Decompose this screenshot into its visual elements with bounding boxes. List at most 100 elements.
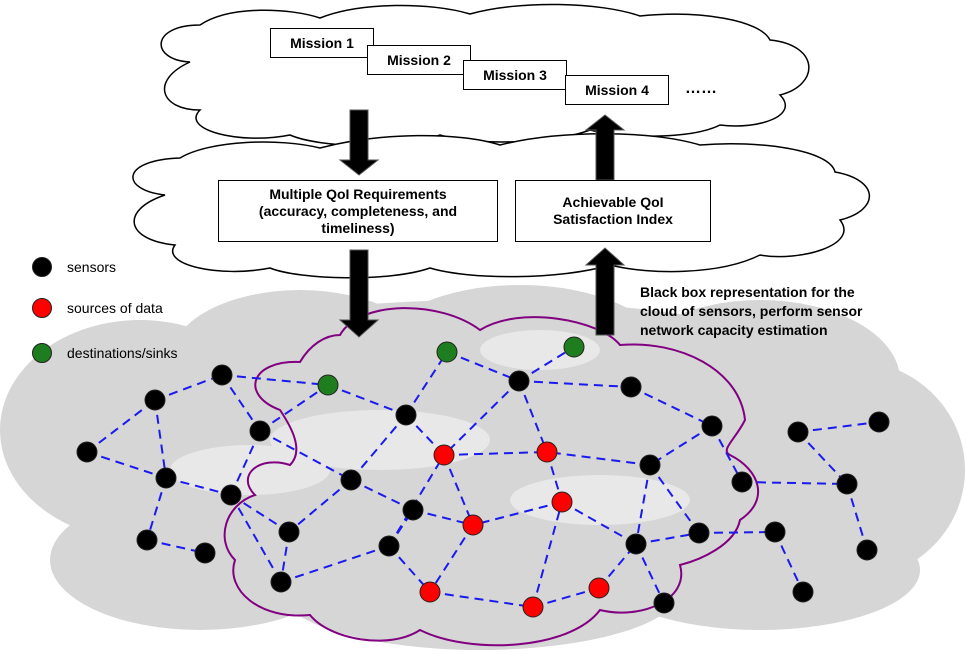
sensor-node [220,484,242,506]
sensor-node [194,542,216,564]
network-link [532,587,600,608]
network-link [518,380,632,388]
qoi-requirements-line3: timeliness) [321,219,395,236]
sensor-node [701,415,723,437]
network-link [546,451,651,466]
black-box-note-line3: network capacity estimation [640,322,828,338]
sensor-node [211,364,233,386]
sensor-node [836,473,858,495]
sensor-node [868,411,890,433]
legend-sensor-dot [32,257,52,277]
network-link [635,532,700,545]
sink-node [563,336,585,358]
network-link [221,374,261,432]
mission-4-label: Mission 4 [585,81,649,98]
sensor-node [395,404,417,426]
sensor-node [787,421,809,443]
black-box-note-line2: cloud of sensors, perform sensor [640,303,863,319]
sensor-node [731,471,753,493]
sensor-node [378,535,400,557]
network-link [635,464,651,545]
sink-node [317,374,339,396]
network-link [472,501,563,526]
up-arrow-qoi-to-missions [584,114,626,181]
network-link [797,421,880,433]
network-link [154,399,167,479]
network-link [797,431,848,485]
network-link [443,454,474,526]
legend-source-label: sources of data [67,300,163,316]
network-link [532,501,563,608]
qoi-satisfaction-box: Achievable QoI Satisfaction Index [515,180,711,242]
source-node [462,514,484,536]
sensor-node [508,370,530,392]
mission-3-label: Mission 3 [483,66,547,83]
sensor-node [144,389,166,411]
missions-ellipsis: …… [685,80,717,97]
network-link [259,430,352,481]
mission-4-box: Mission 4 [565,75,669,105]
source-node [433,444,455,466]
sensor-node [340,469,362,491]
source-node [588,577,610,599]
sensor-node [625,533,647,555]
black-box-note-line1: Black box representation for the [640,284,855,300]
mission-1-label: Mission 1 [290,34,354,51]
mission-2-box: Mission 2 [367,45,471,75]
network-link [230,430,261,496]
network-link [443,380,520,456]
qoi-satisfaction-line1: Achievable QoI [562,194,664,210]
sensor-node [155,467,177,489]
up-arrow-network-to-qoi [584,247,626,336]
down-arrow-qoi-to-network [338,249,380,338]
network-link [846,483,868,551]
legend-sink-label: destinations/sinks [67,345,178,361]
network-link [280,545,390,583]
network-boundary [223,307,759,647]
qoi-requirements-box: Multiple QoI Requirements (accuracy, com… [218,180,498,242]
sensor-node [764,521,786,543]
legend-sink-dot [32,343,52,363]
sink-node [436,341,458,363]
qoi-requirements-line2: (accuracy, completeness, and [258,202,458,219]
network-link [429,591,534,608]
network-link [230,494,282,583]
network-link [518,346,575,382]
sensor-node [653,592,675,614]
network-link [405,351,448,416]
sensor-node [688,522,710,544]
network-link [230,494,290,533]
network-link [774,531,804,593]
sensor-node [639,454,661,476]
legend-source-dot [32,298,52,318]
network-link [741,481,848,485]
network-link [288,479,352,533]
network-link [154,374,223,401]
sensor-node [278,521,300,543]
source-node [551,491,573,513]
sensor-node [270,571,292,593]
black-box-note: Black box representation for the cloud o… [640,283,863,340]
qoi-requirements-line1: Multiple QoI Requirements [269,185,447,202]
legend-sensor-label: sensors [67,259,117,275]
network-link [165,477,232,496]
mission-3-box: Mission 3 [463,60,567,90]
network-link [221,374,329,386]
mission-1-box: Mission 1 [270,28,374,58]
network-link [711,425,743,483]
network-link [259,384,329,432]
network-link [518,380,548,453]
sensor-node [402,499,424,521]
mission-2-label: Mission 2 [387,51,451,68]
sensor-node [136,529,158,551]
sensor-node [76,441,98,463]
network-link [446,351,520,382]
sensor-node [620,376,642,398]
qoi-satisfaction-line2: Satisfaction Index [553,211,673,227]
network-link [443,451,548,456]
sensor-node [856,539,878,561]
network-link [649,425,713,466]
network-link [698,531,776,534]
network-link [635,543,665,604]
